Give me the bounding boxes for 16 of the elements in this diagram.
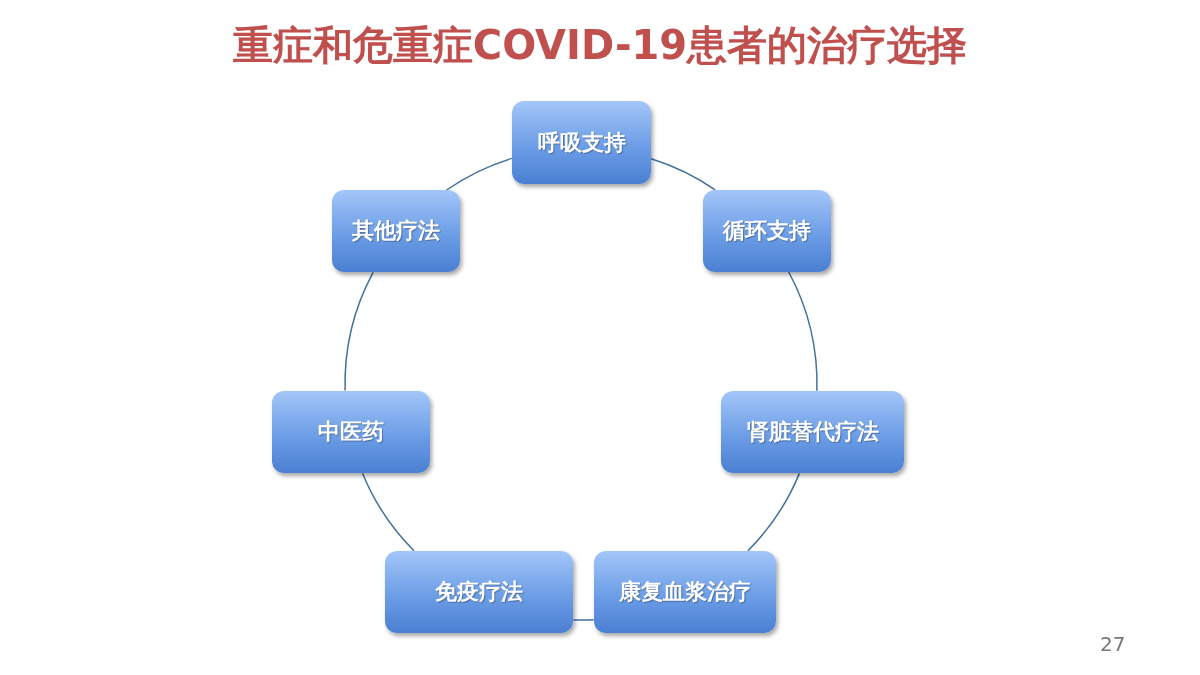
process-box: 免疫疗法 (385, 551, 573, 633)
process-box: 康复血浆治疗 (594, 551, 776, 633)
connector-arc (572, 618, 595, 621)
connector-arc (747, 472, 801, 552)
process-box: 循环支持 (703, 190, 831, 272)
process-box: 肾脏替代疗法 (721, 391, 904, 473)
connector-arc (344, 271, 374, 392)
page-number: 27 (1100, 632, 1126, 656)
process-box: 其他疗法 (332, 190, 460, 272)
connector-arc (361, 472, 415, 552)
title: 重症和危重症COVID-19患者的治疗选择 (231, 21, 969, 70)
process-box: 呼吸支持 (512, 101, 651, 184)
connector-arc (445, 157, 513, 191)
process-box: 中医药 (272, 391, 430, 473)
connector-arc (787, 271, 818, 392)
connector-arc (650, 157, 716, 191)
